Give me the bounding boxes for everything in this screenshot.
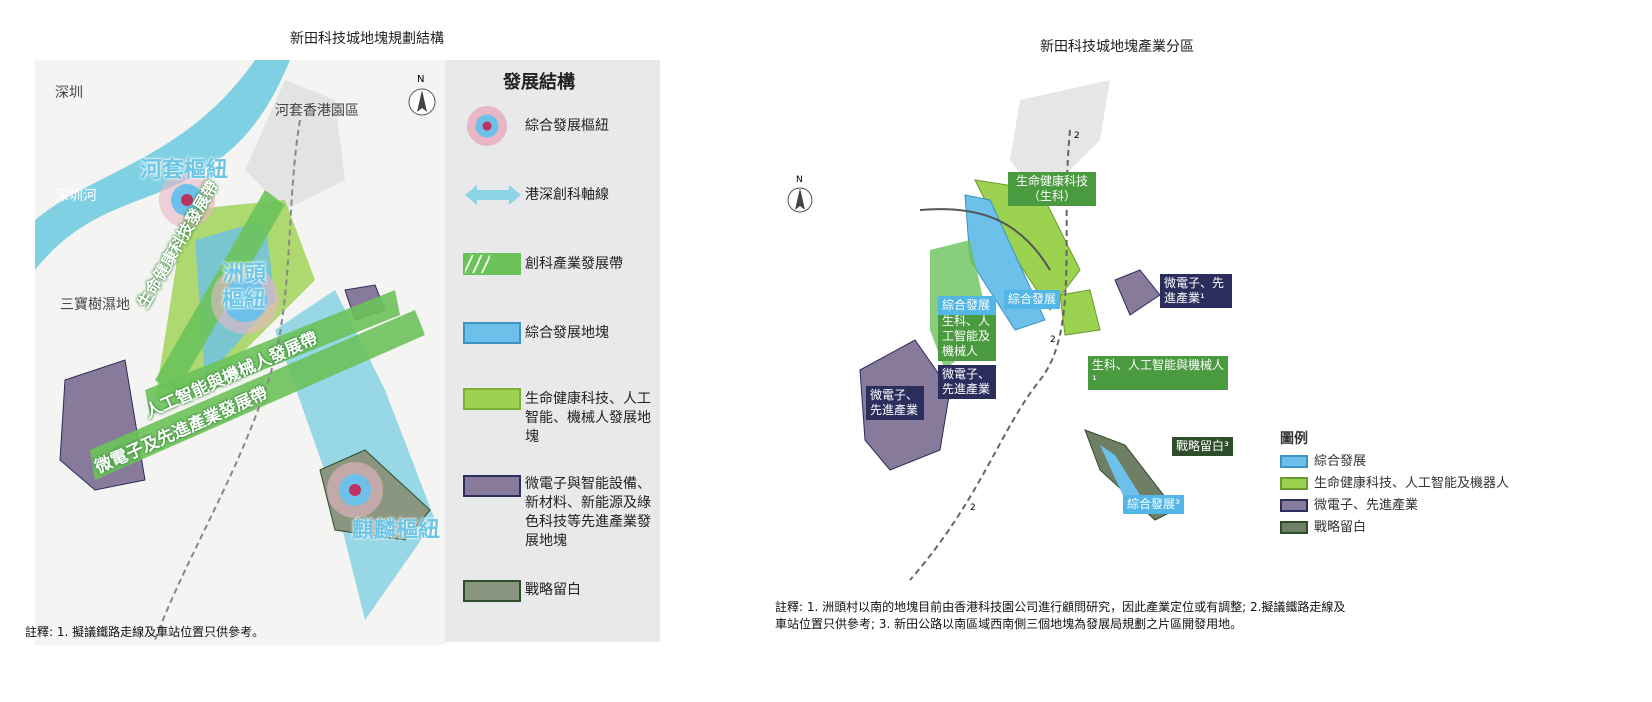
tag-bio-ai: 生科、人工智能及機械人 [938,312,996,361]
legend-label: 創科產業發展帶 [525,256,623,272]
legend-swatch [1280,521,1308,534]
hub-icon [327,462,383,518]
label-shenzhen: 深圳 [55,85,83,101]
tag-bio: 生命健康科技（生科） [1008,172,1096,206]
legend-swatch [463,322,521,344]
tag-micro-mid: 微電子、先進產業 [938,365,996,399]
micro-zone-east [1114,269,1161,316]
legend-item: 綜合發展 [1280,450,1509,469]
label-river: 深圳河 [55,188,97,204]
loop-area [245,80,345,210]
left-map-canvas [35,60,445,645]
legend-label: 生命健康科技、人工智能、機械人發展地塊 [525,391,651,445]
compass-icon [787,187,813,213]
legend-label: 綜合發展地塊 [525,325,609,341]
legend-label: 綜合發展樞紐 [525,118,609,134]
legend-swatch [463,388,521,410]
hub-icon [467,106,507,146]
legend-label: 綜合發展 [1314,454,1367,469]
tag-ai: 生科、人工智能與機械人¹ [1088,356,1228,390]
rail-line [154,119,301,641]
hub-icon [159,172,215,228]
hub-label-kilin: 麒麟樞紐 [352,518,441,543]
hub-label-chautau: 洲頭樞紐 [222,262,267,313]
station-number: 2 [1074,131,1080,141]
compass-label: N [796,175,803,185]
tag-mixed-south: 綜合發展³ [1123,495,1184,514]
legend-item: 戰略留白 [1280,516,1509,535]
belt-ai [145,290,400,415]
double-arrow-icon [465,185,521,205]
right-note-line2: 車站位置只供參考; 3. 新田公路以南區域西南側三個地塊為發展局規劃之片區開發用… [775,617,1243,631]
left-note: 註釋: 1. 擬議鐵路走線及車站位置只供參考。 [25,625,265,639]
hub-label-loop: 河套樞紐 [140,158,229,183]
legend-heading: 圖例 [1280,431,1308,447]
legend-item: 微電子、先進產業 [1280,494,1509,513]
station-number: 2 [970,503,976,513]
right-map-title: 新田科技城地塊產業分區 [1040,39,1194,55]
compass-icon [408,88,436,116]
legend-label: 微電子與智能設備、新材料、新能源及綠色科技等先進產業發展地塊 [525,476,651,549]
compass-label: N [417,74,425,85]
left-map-title: 新田科技城地塊規劃結構 [290,31,444,47]
right-note-line1: 註釋: 1. 洲頭村以南的地塊目前由香港科技園公司進行顧問研究，因此產業定位或有… [775,600,1346,614]
legend-swatch [1280,499,1308,512]
rail-line [909,129,1071,581]
legend-label: 港深創科軸線 [525,187,609,203]
legend-swatch [463,475,521,497]
ai-zone [1059,289,1101,336]
station-number: 2 [1050,335,1056,345]
legend-heading: 發展結構 [503,72,575,93]
shenzhen-river [35,60,290,270]
legend-label: 生命健康科技、人工智能及機器人 [1314,476,1510,491]
belt-micro [90,310,425,480]
legend-swatch [463,253,521,275]
tag-mixed-west: 綜合發展 [938,296,996,315]
legend-label: 戰略留白 [1314,520,1367,535]
tag-mixed: 綜合發展 [1004,290,1061,309]
legend-label: 戰略留白 [525,582,581,598]
tag-micro-east: 微電子、先進產業¹ [1160,274,1232,308]
loop-area [1010,80,1110,200]
hub-icon [211,266,279,334]
legend-swatch [463,580,521,602]
legend-swatch [1280,477,1308,490]
legend-item: 生命健康科技、人工智能及機器人 [1280,472,1509,491]
label-wetland: 三寶樹濕地 [60,297,130,313]
mixed-zone-south [1100,445,1140,500]
tag-micro-west: 微電子、先進產業 [866,386,924,420]
left-legend-panel: 發展結構 綜合發展樞紐 港深創科軸線 創科產業發展帶 綜合發展地塊 生命健康科技… [445,60,660,642]
right-legend: 圖例 綜合發展 生命健康科技、人工智能及機器人 微電子、先進產業 戰略留白 [1280,428,1509,535]
road [919,208,1051,271]
tag-reserve: 戰略留白³ [1172,437,1233,456]
legend-swatch [1280,455,1308,468]
legend-label: 微電子、先進產業 [1314,498,1419,513]
label-loop: 河套香港園區 [275,103,359,119]
